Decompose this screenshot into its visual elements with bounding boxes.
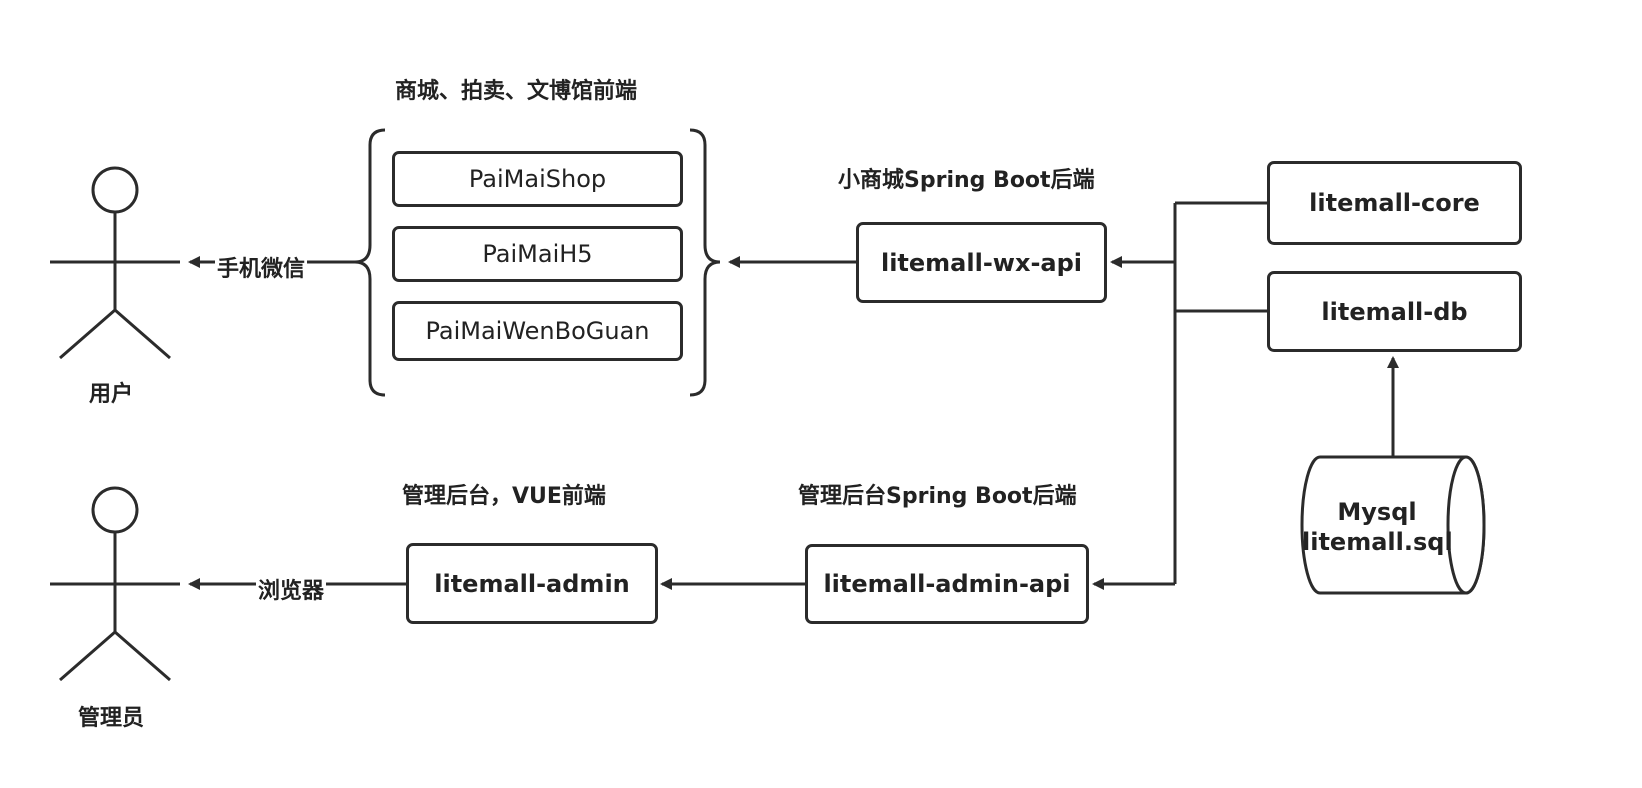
user-actor-icon xyxy=(50,166,180,360)
admin-frontend-title: 管理后台，VUE前端 xyxy=(402,484,606,509)
edge-label-browser: 浏览器 xyxy=(256,573,327,605)
module-admin-api: litemall-admin-api xyxy=(805,544,1089,624)
user-label: 用户 xyxy=(89,382,134,407)
admin-backend-title: 管理后台Spring Boot后端 xyxy=(798,484,1077,509)
module-db: litemall-db xyxy=(1267,271,1522,352)
edge-label-mobile: 手机微信 xyxy=(215,251,308,283)
admin-actor-icon xyxy=(50,486,180,682)
module-admin: litemall-admin xyxy=(406,543,658,624)
frontend-app-paimaiwenboguan: PaiMaiWenBoGuan xyxy=(392,301,683,361)
database-name: Mysql xyxy=(1337,498,1417,526)
database-label: Mysql litemall.sql xyxy=(1302,497,1453,557)
left-brace xyxy=(354,128,386,397)
admin-label: 管理员 xyxy=(78,706,145,731)
database-file: litemall.sql xyxy=(1302,528,1453,556)
frontend-app-paimaishop: PaiMaiShop xyxy=(392,151,683,207)
right-brace xyxy=(689,128,721,397)
module-wx-api: litemall-wx-api xyxy=(856,222,1107,303)
module-core: litemall-core xyxy=(1267,161,1522,245)
frontend-app-paimaih5: PaiMaiH5 xyxy=(392,226,683,282)
wx-backend-title: 小商城Spring Boot后端 xyxy=(838,168,1095,193)
frontends-title: 商城、拍卖、文博馆前端 xyxy=(395,79,638,104)
database-cylinder-icon xyxy=(1300,455,1486,595)
